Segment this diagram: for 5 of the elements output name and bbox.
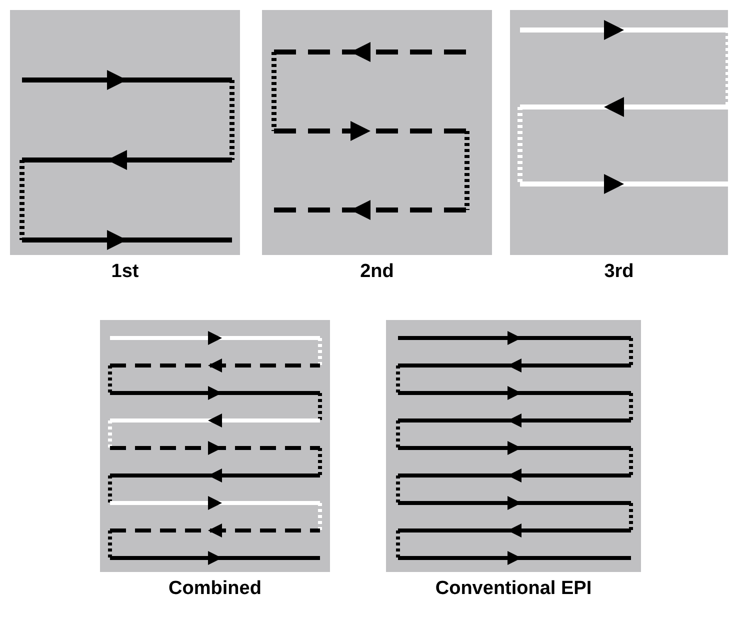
panel-caption: 3rd xyxy=(603,261,635,283)
panel-caption: 1st xyxy=(110,261,140,283)
panel-caption: 2nd xyxy=(359,261,395,283)
panel-caption: Combined xyxy=(168,578,262,600)
panel-caption: Conventional EPI xyxy=(434,578,593,600)
